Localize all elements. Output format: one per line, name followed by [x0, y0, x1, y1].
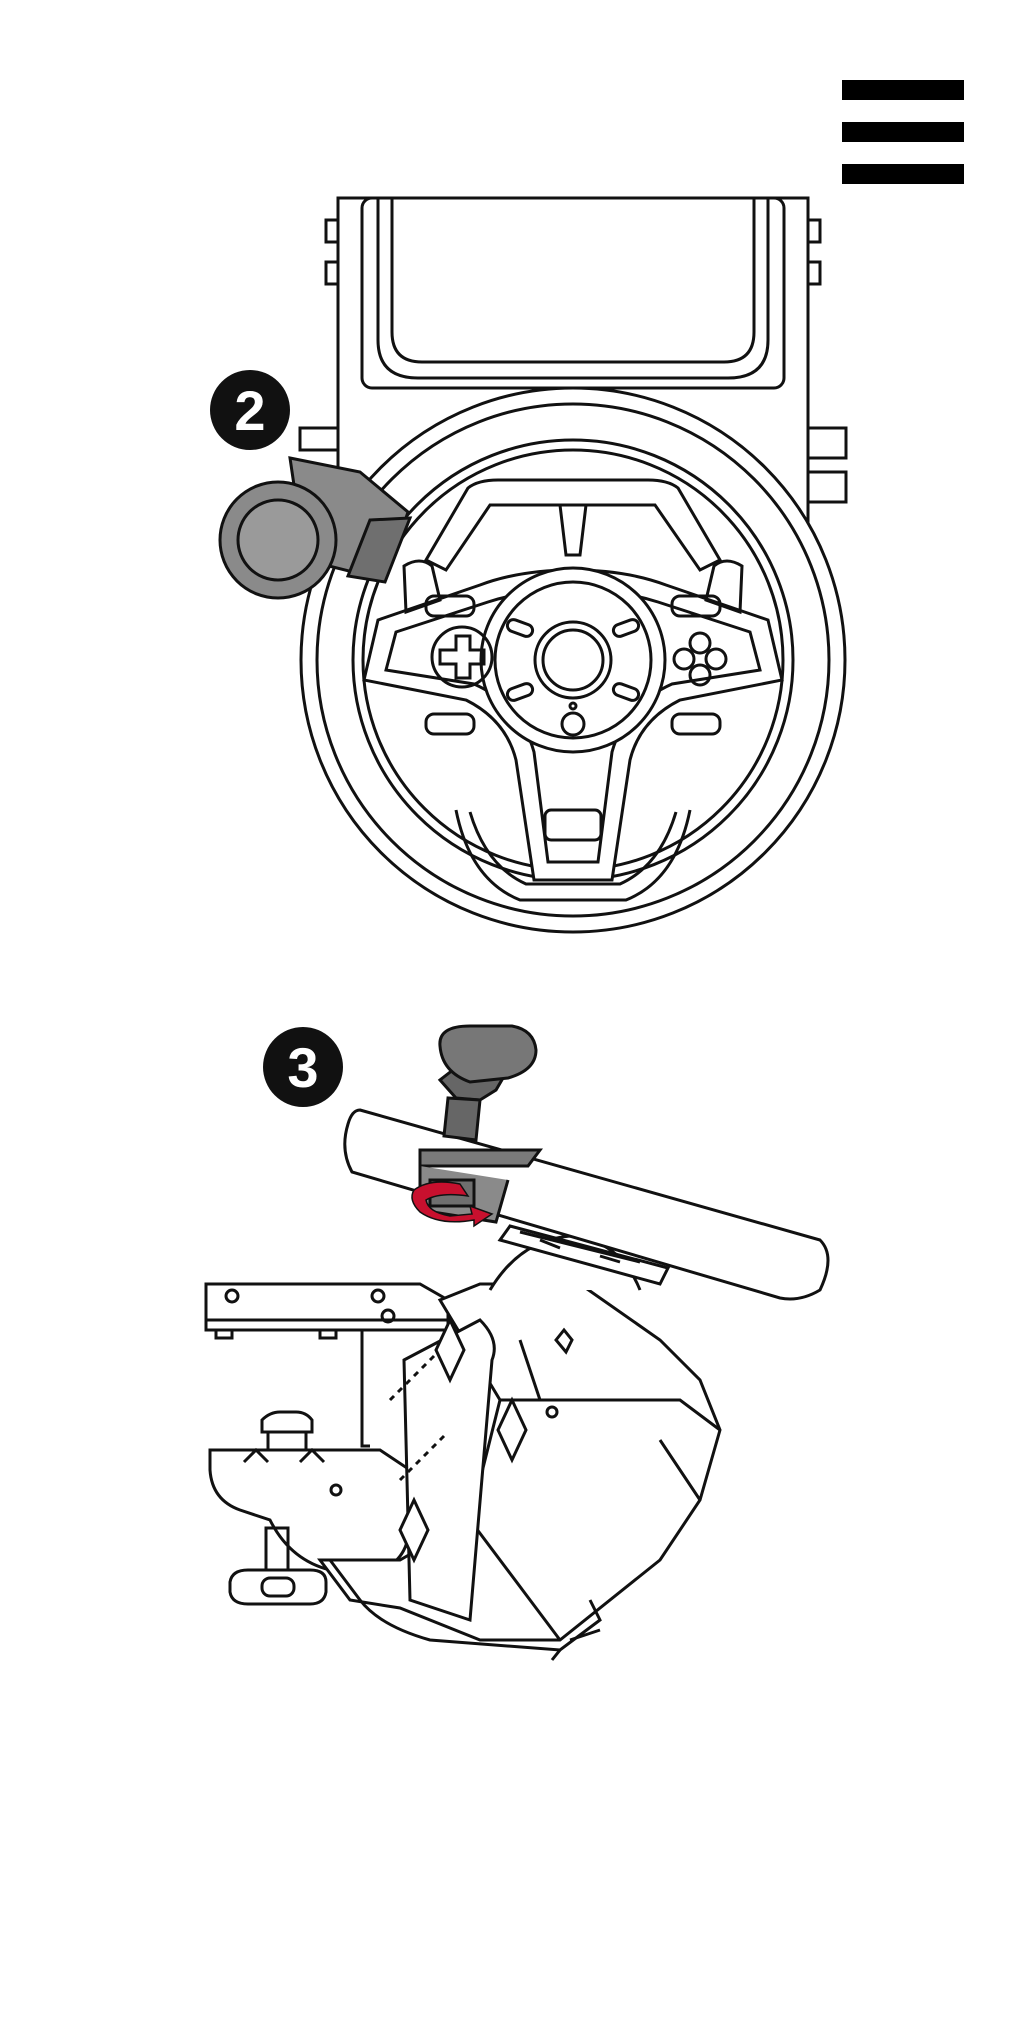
step-number: 2	[234, 378, 265, 443]
step-badge-3: 3	[263, 1027, 343, 1107]
step-badge-2: 2	[210, 370, 290, 450]
mount-illustration	[206, 1026, 828, 1660]
step-number: 3	[287, 1035, 318, 1100]
wheel-hub	[481, 568, 665, 752]
